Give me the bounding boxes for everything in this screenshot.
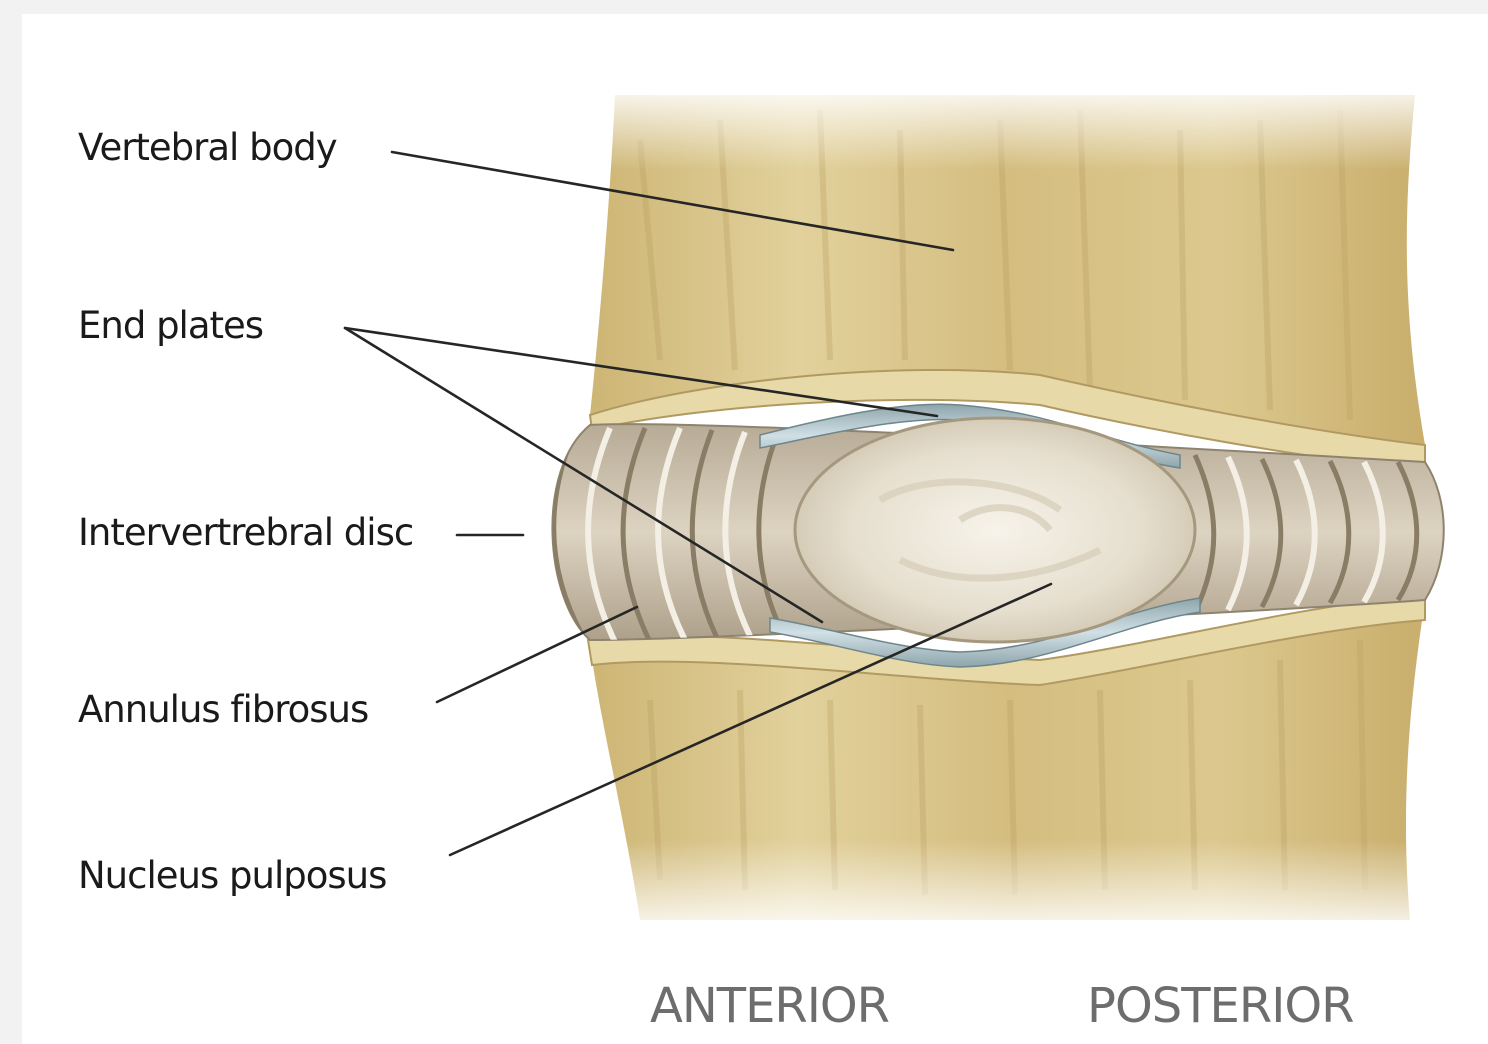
label-vertebral-body: Vertebral body <box>78 126 337 169</box>
label-posterior: POSTERIOR <box>1087 978 1353 1034</box>
label-end-plates: End plates <box>78 304 263 347</box>
label-annulus-fibrosus: Annulus fibrosus <box>78 688 368 731</box>
label-nucleus-pulposus: Nucleus pulposus <box>78 854 386 897</box>
label-anterior: ANTERIOR <box>650 978 889 1034</box>
label-intervertebral-disc: Intervertrebral disc <box>78 511 413 554</box>
